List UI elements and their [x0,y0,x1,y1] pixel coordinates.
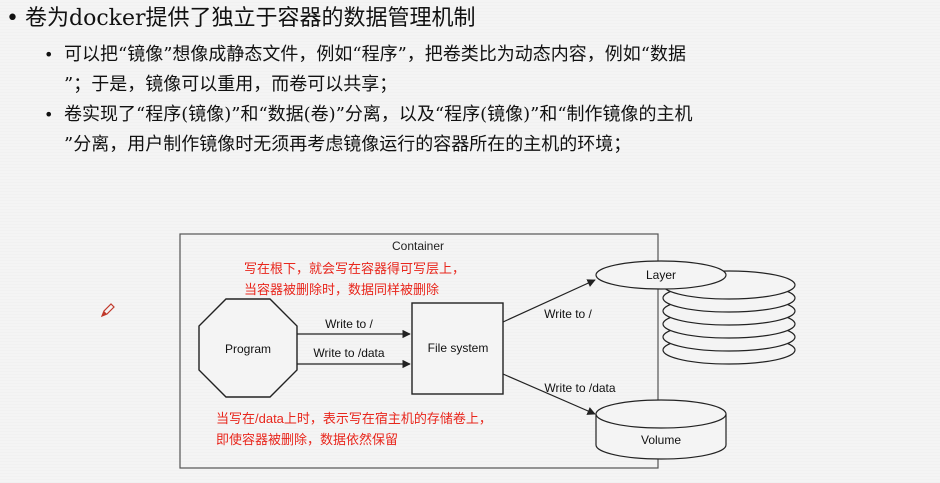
bullet-line: 卷实现了“程序(镜像)”和“数据(卷)”分离，以及“程序(镜像)”和“制作镜像的… [64,104,693,125]
bullet-item: • 卷实现了“程序(镜像)”和“数据(卷)”分离，以及“程序(镜像)”和“制作镜… [44,100,938,160]
program-octagon [198,298,298,398]
bullet-list: • 可以把“镜像”想像成静态文件，例如“程序”，把卷类比为动态内容，例如“数据 … [44,40,938,160]
bullet-line: 可以把“镜像”想像成静态文件，例如“程序”，把卷类比为动态内容，例如“数据 [64,44,687,65]
container-box [179,233,659,469]
volume-label: Volume [641,433,681,447]
note-bottom-line-2: 即使容器被删除，数据依然保留 [216,432,398,447]
bullet-line: ”；于是，镜像可以重用，而卷可以共享； [64,74,398,95]
bullet-dot: • [44,105,54,124]
volume-cylinder [595,399,727,460]
program-label: Program [225,342,271,356]
layer-top-disk [595,260,727,290]
volume-top [595,399,727,429]
arrow-fs-to-volume [502,373,596,415]
bullet-item: • 可以把“镜像”想像成静态文件，例如“程序”，把卷类比为动态内容，例如“数据 … [44,40,938,100]
arrow-write-root-label: Write to / [325,317,373,331]
note-top-line-1: 写在根下，就会写在容器得可写层上， [244,261,465,276]
layer-stack [662,270,796,365]
arrow-fs-to-layer-label: Write to / [544,307,592,321]
slide-heading: •卷为docker提供了独立于容器的数据管理机制 [6,4,476,34]
pen-cursor-icon [100,303,115,318]
arrow-fs-to-layer [502,279,596,323]
bullet-line: ”分离，用户制作镜像时无须再考虑镜像运行的容器所在的主机的环境； [64,134,632,155]
note-bottom-line-1: 当写在/data上时，表示写在宿主机的存储卷上， [216,411,492,426]
layer-label: Layer [646,268,676,282]
arrow-fs-to-volume-label: Write to /data [544,381,615,395]
note-top-line-2: 当容器被删除时，数据同样被删除 [244,282,439,297]
container-label: Container [392,239,444,253]
heading-text: 卷为docker提供了独立于容器的数据管理机制 [24,6,476,31]
filesystem-box [411,302,504,395]
heading-bullet: • [6,6,19,31]
bullet-dot: • [44,45,54,64]
arrow-write-data-label: Write to /data [313,346,384,360]
filesystem-label: File system [428,341,489,355]
